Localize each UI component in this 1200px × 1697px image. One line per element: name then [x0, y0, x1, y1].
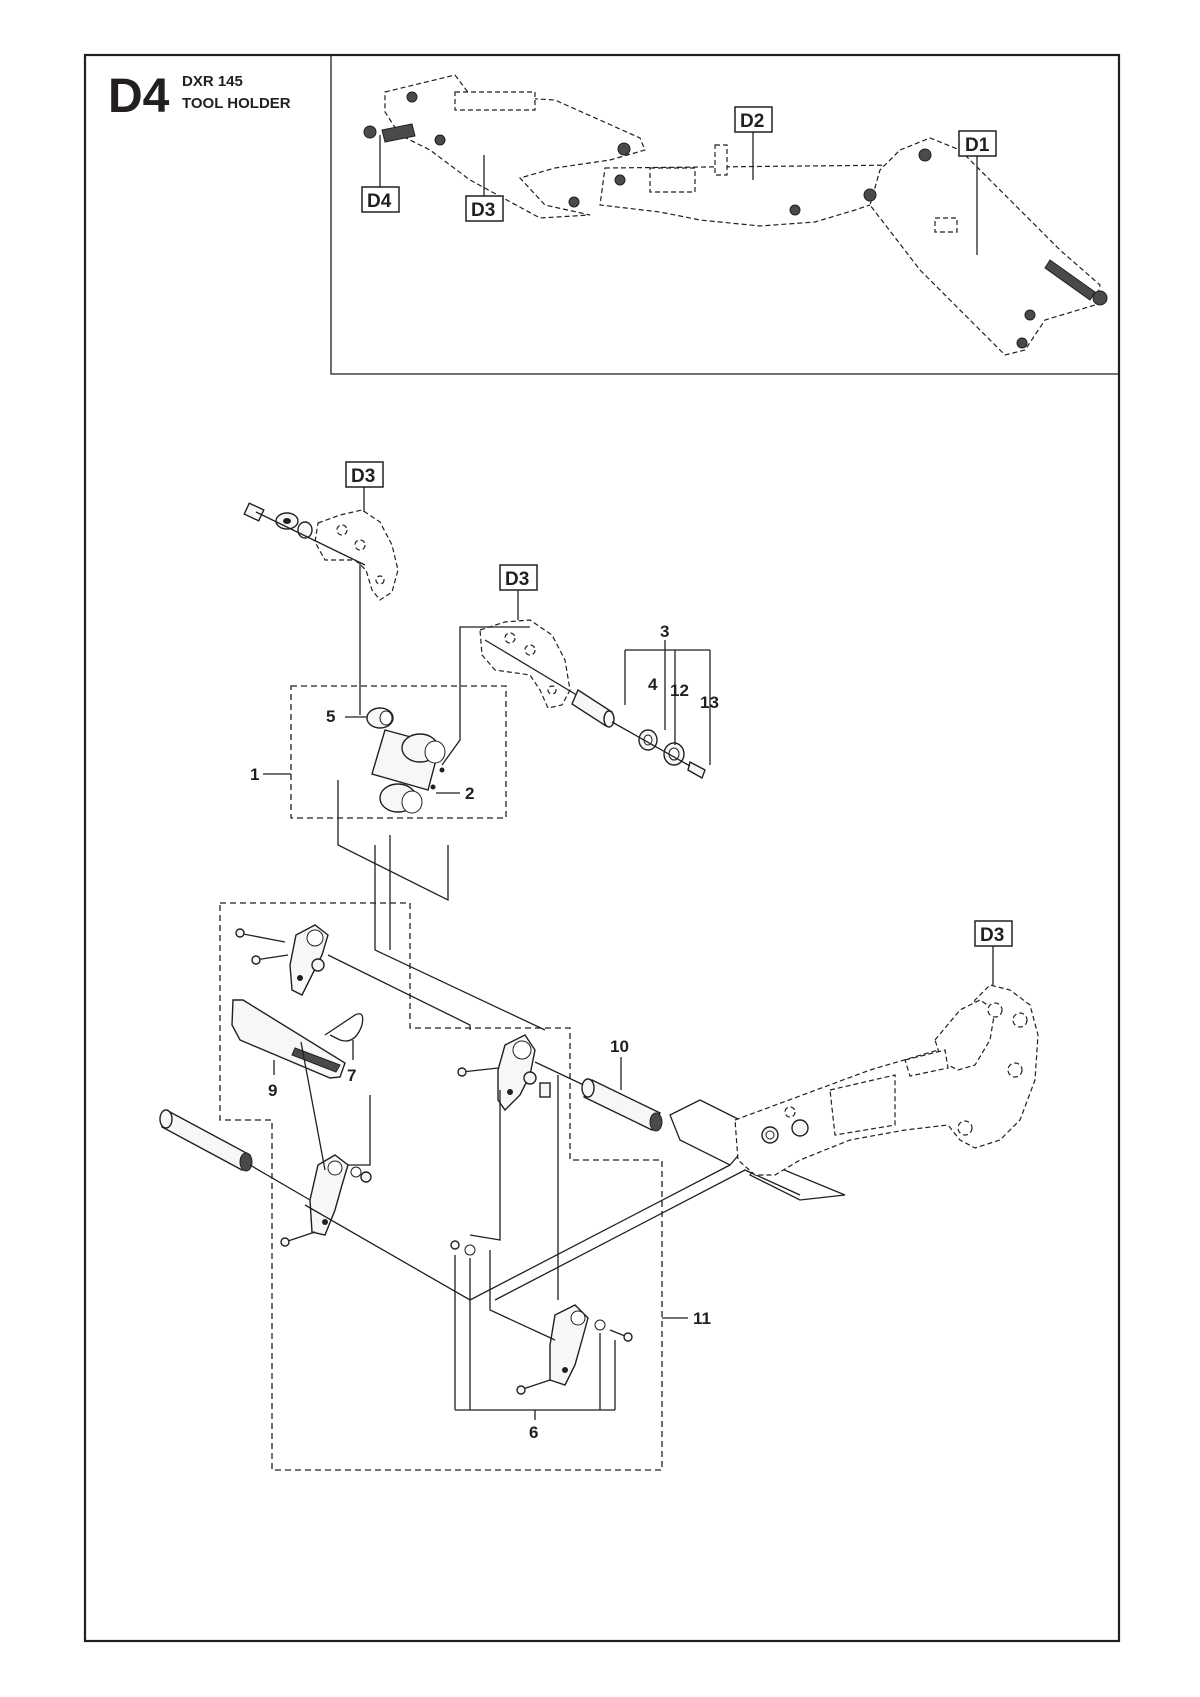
ref-label-d3-1: D3 — [351, 466, 375, 487]
pin-left — [159, 1109, 311, 1201]
callout-3: 3 — [660, 622, 669, 641]
lever-center — [457, 1034, 591, 1112]
callout-group-3: 3 4 12 13 — [624, 622, 719, 765]
callout-2: 2 — [465, 784, 474, 803]
section-title: TOOL HOLDER — [182, 95, 291, 112]
lever-assembly-box — [219, 902, 663, 1471]
overview-label-d1: D1 — [965, 135, 990, 156]
overview-inset: D2 D1 D4 D3 — [330, 55, 1119, 375]
callout-11: 11 — [693, 1309, 711, 1328]
page-frame — [83, 53, 1121, 1643]
overview-label-d3: D3 — [471, 200, 495, 221]
callout-12: 12 — [670, 681, 689, 700]
d3-boom-arm-right — [734, 984, 1039, 1176]
callout-1: 1 — [250, 765, 259, 784]
header: D4 DXR 145 TOOL HOLDER — [108, 70, 291, 123]
link-assembly — [337, 626, 530, 902]
overview-label-d4: D4 — [367, 191, 392, 212]
overview-label-d2: D2 — [740, 111, 764, 132]
link-assembly-box — [290, 685, 507, 819]
lever-handle: 9 — [231, 999, 346, 1100]
d3-bracket-upper-left — [243, 502, 399, 715]
ref-label-d3-3: D3 — [980, 925, 1004, 946]
ref-label-d3-2: D3 — [505, 569, 529, 590]
callout-7: 7 — [347, 1066, 356, 1085]
lever-lower-right — [450, 1240, 633, 1395]
callout-9: 9 — [268, 1081, 277, 1100]
callout-10: 10 — [610, 1037, 629, 1056]
callout-6: 6 — [529, 1423, 538, 1442]
pin-10: 10 — [581, 1037, 663, 1132]
callout-4: 4 — [648, 675, 658, 694]
callout-group-6: 6 — [454, 1255, 616, 1442]
clip-pin: 7 — [324, 1013, 364, 1085]
d3-bracket-center — [479, 619, 706, 780]
callout-5: 5 — [326, 707, 335, 726]
lever-lower-left — [280, 1041, 372, 1247]
section-code: D4 — [108, 70, 170, 123]
overview-arm-d1 — [869, 137, 1101, 356]
model-name: DXR 145 — [182, 73, 243, 90]
lever-upper-left — [235, 924, 329, 996]
inset-border — [330, 55, 1119, 375]
callout-13: 13 — [700, 693, 719, 712]
